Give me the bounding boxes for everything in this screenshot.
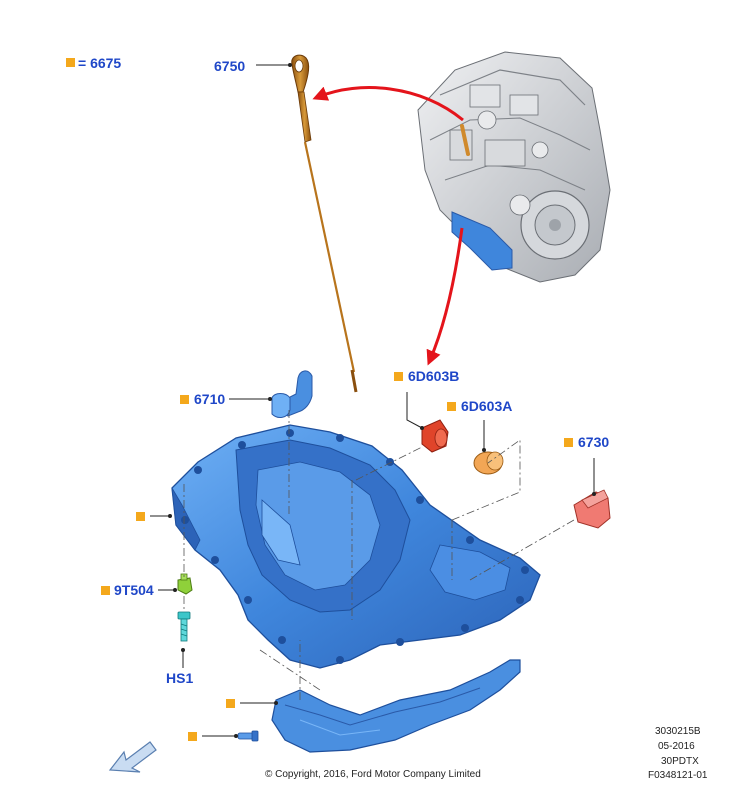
cover-fastener	[237, 730, 259, 742]
leader-dots	[168, 63, 596, 738]
plug-6d603b	[421, 419, 449, 453]
oil-pan-cover	[271, 659, 521, 753]
front-direction-arrow-icon	[108, 741, 157, 773]
marker-plug-a-icon	[447, 402, 456, 411]
sensor-9t504	[177, 573, 193, 595]
oil-pan	[171, 424, 541, 669]
legend-text: = 6675	[78, 55, 122, 71]
label-bolt: HS1	[166, 670, 194, 686]
label-sensor: 9T504	[114, 582, 154, 598]
label-drain-plug: 6730	[578, 434, 610, 450]
drain-plug-6730	[573, 489, 611, 529]
label-plug-a: 6D603A	[461, 398, 513, 414]
marker-tube-icon	[180, 395, 189, 404]
leader-lines	[150, 64, 595, 737]
label-plug-b: 6D603B	[408, 368, 460, 384]
red-arrow-dipstick	[312, 86, 464, 122]
marker-drain-plug-icon	[564, 438, 573, 447]
label-dipstick: 6750	[214, 58, 246, 74]
marker-plug-b-icon	[394, 372, 403, 381]
footer-date: 05-2016	[658, 741, 695, 752]
engine-assembly	[417, 51, 611, 283]
marker-pan-bolt-icon	[136, 512, 145, 521]
marker-fastener-icon	[188, 732, 197, 741]
footer-ref: F0348121-01	[648, 770, 708, 781]
label-tube: 6710	[194, 391, 226, 407]
marker-sensor-icon	[101, 586, 110, 595]
oil-dipstick	[291, 54, 358, 393]
footer-code1: 3030215B	[655, 726, 701, 737]
bolt-hs1	[177, 611, 191, 642]
dipstick-tube	[271, 370, 313, 418]
copyright: © Copyright, 2016, Ford Motor Company Li…	[265, 769, 481, 780]
red-arrow-plug	[426, 227, 464, 366]
marker-cover-icon	[226, 699, 235, 708]
legend-marker-icon	[66, 58, 75, 67]
footer-code2: 30PDTX	[661, 756, 699, 767]
assembly-lines	[183, 410, 575, 700]
